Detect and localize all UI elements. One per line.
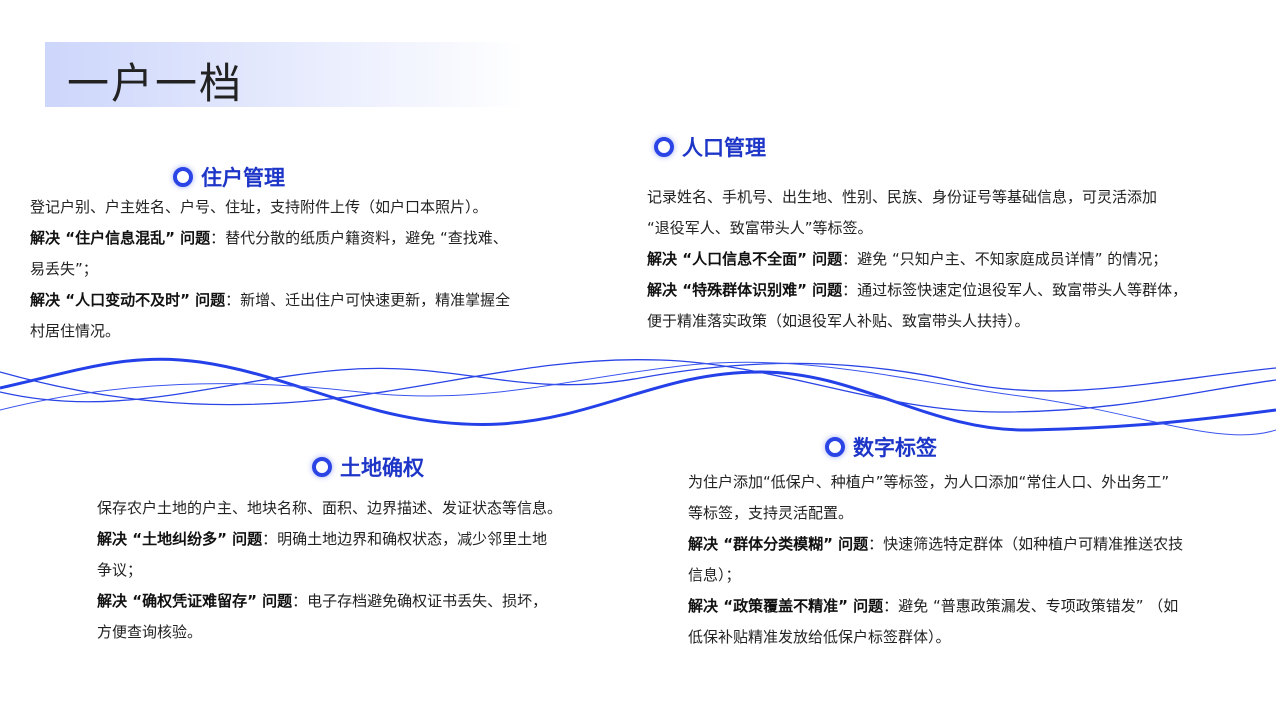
title-banner: 一户一档 — [45, 42, 525, 108]
household-heading-text: 住户管理 — [201, 166, 285, 190]
population-body: 记录姓名、手机号、出生地、性别、民族、身份证号等基础信息，可灵活添加 “退役军人… — [647, 182, 1187, 337]
text-line: 保存农户土地的户主、地块名称、面积、边界描述、发证状态等信息。 — [97, 499, 563, 517]
land-body: 保存农户土地的户主、地块名称、面积、边界描述、发证状态等信息。 解决 “土地纠纷… — [97, 493, 562, 648]
text-line: 解决 “确权凭证难留存” 问题：电子存档避免确权证书丢失、损坏， — [97, 592, 548, 610]
wave-line-thin-3 — [0, 361, 1276, 436]
text-line: 记录姓名、手机号、出生地、性别、民族、身份证号等基础信息，可灵活添加 — [647, 188, 1158, 206]
text-line: 登记户别、户主姓名、户号、住址，支持附件上传（如户口本照片）。 — [30, 198, 488, 216]
text-line: 村居住情况。 — [30, 322, 121, 340]
household-body: 登记户别、户主姓名、户号、住址，支持附件上传（如户口本照片）。 解决 “住户信息… — [30, 192, 510, 347]
text-line: 解决 “人口信息不全面” 问题：避免 “只知户主、不知家庭成员详情” 的情况； — [647, 250, 1168, 268]
text-line: 低保补贴精准发放给低保户标签群体）。 — [688, 628, 951, 646]
circle-bullet-icon — [654, 137, 674, 157]
page-title: 一户一档 — [67, 59, 244, 108]
text-line: 便于精准落实政策（如退役军人补贴、致富带头人扶持）。 — [647, 312, 1030, 330]
text-line: 争议； — [97, 561, 143, 579]
text-line: 方便查询核验。 — [97, 623, 203, 641]
wave-line-thick — [0, 357, 1276, 432]
wave-line-thin-2 — [0, 359, 1276, 413]
wave-line-thin-1 — [0, 362, 1276, 403]
circle-bullet-icon — [825, 437, 845, 457]
text-line: 易丢失”； — [30, 260, 98, 278]
text-line: 解决 “人口变动不及时” 问题：新增、迁出住户可快速更新，精准掌握全 — [30, 291, 511, 309]
text-line: 等标签，支持灵活配置。 — [688, 504, 854, 522]
circle-bullet-icon — [173, 167, 193, 187]
text-line: 解决 “住户信息混乱” 问题：替代分散的纸质户籍资料，避免 “查找难、 — [30, 229, 508, 247]
text-line: 信息）； — [688, 566, 741, 584]
text-line: 解决 “土地纠纷多” 问题：明确土地边界和确权状态，减少邻里土地 — [97, 530, 548, 548]
circle-bullet-icon — [312, 457, 332, 477]
text-line: “退役军人、致富带头人”等标签。 — [647, 219, 873, 237]
tags-heading: 数字标签 — [825, 432, 937, 462]
land-heading: 土地确权 — [312, 452, 424, 482]
population-heading: 人口管理 — [654, 132, 766, 162]
household-heading: 住户管理 — [173, 162, 285, 192]
text-line: 解决 “政策覆盖不精准” 问题：避免 “普惠政策漏发、专项政策错发” （如 — [688, 597, 1179, 615]
tags-body: 为住户添加“低保户、种植户”等标签，为人口添加“常住人口、外出务工” 等标签，支… — [688, 467, 1183, 653]
text-line: 解决 “群体分类模糊” 问题：快速筛选特定群体（如种植户可精准推送农技 — [688, 535, 1184, 553]
land-heading-text: 土地确权 — [340, 456, 424, 480]
text-line: 解决 “特殊群体识别难” 问题：通过标签快速定位退役军人、致富带头人等群体， — [647, 281, 1188, 299]
tags-heading-text: 数字标签 — [853, 436, 937, 460]
population-heading-text: 人口管理 — [682, 136, 766, 160]
text-line: 为住户添加“低保户、种植户”等标签，为人口添加“常住人口、外出务工” — [688, 473, 1170, 491]
